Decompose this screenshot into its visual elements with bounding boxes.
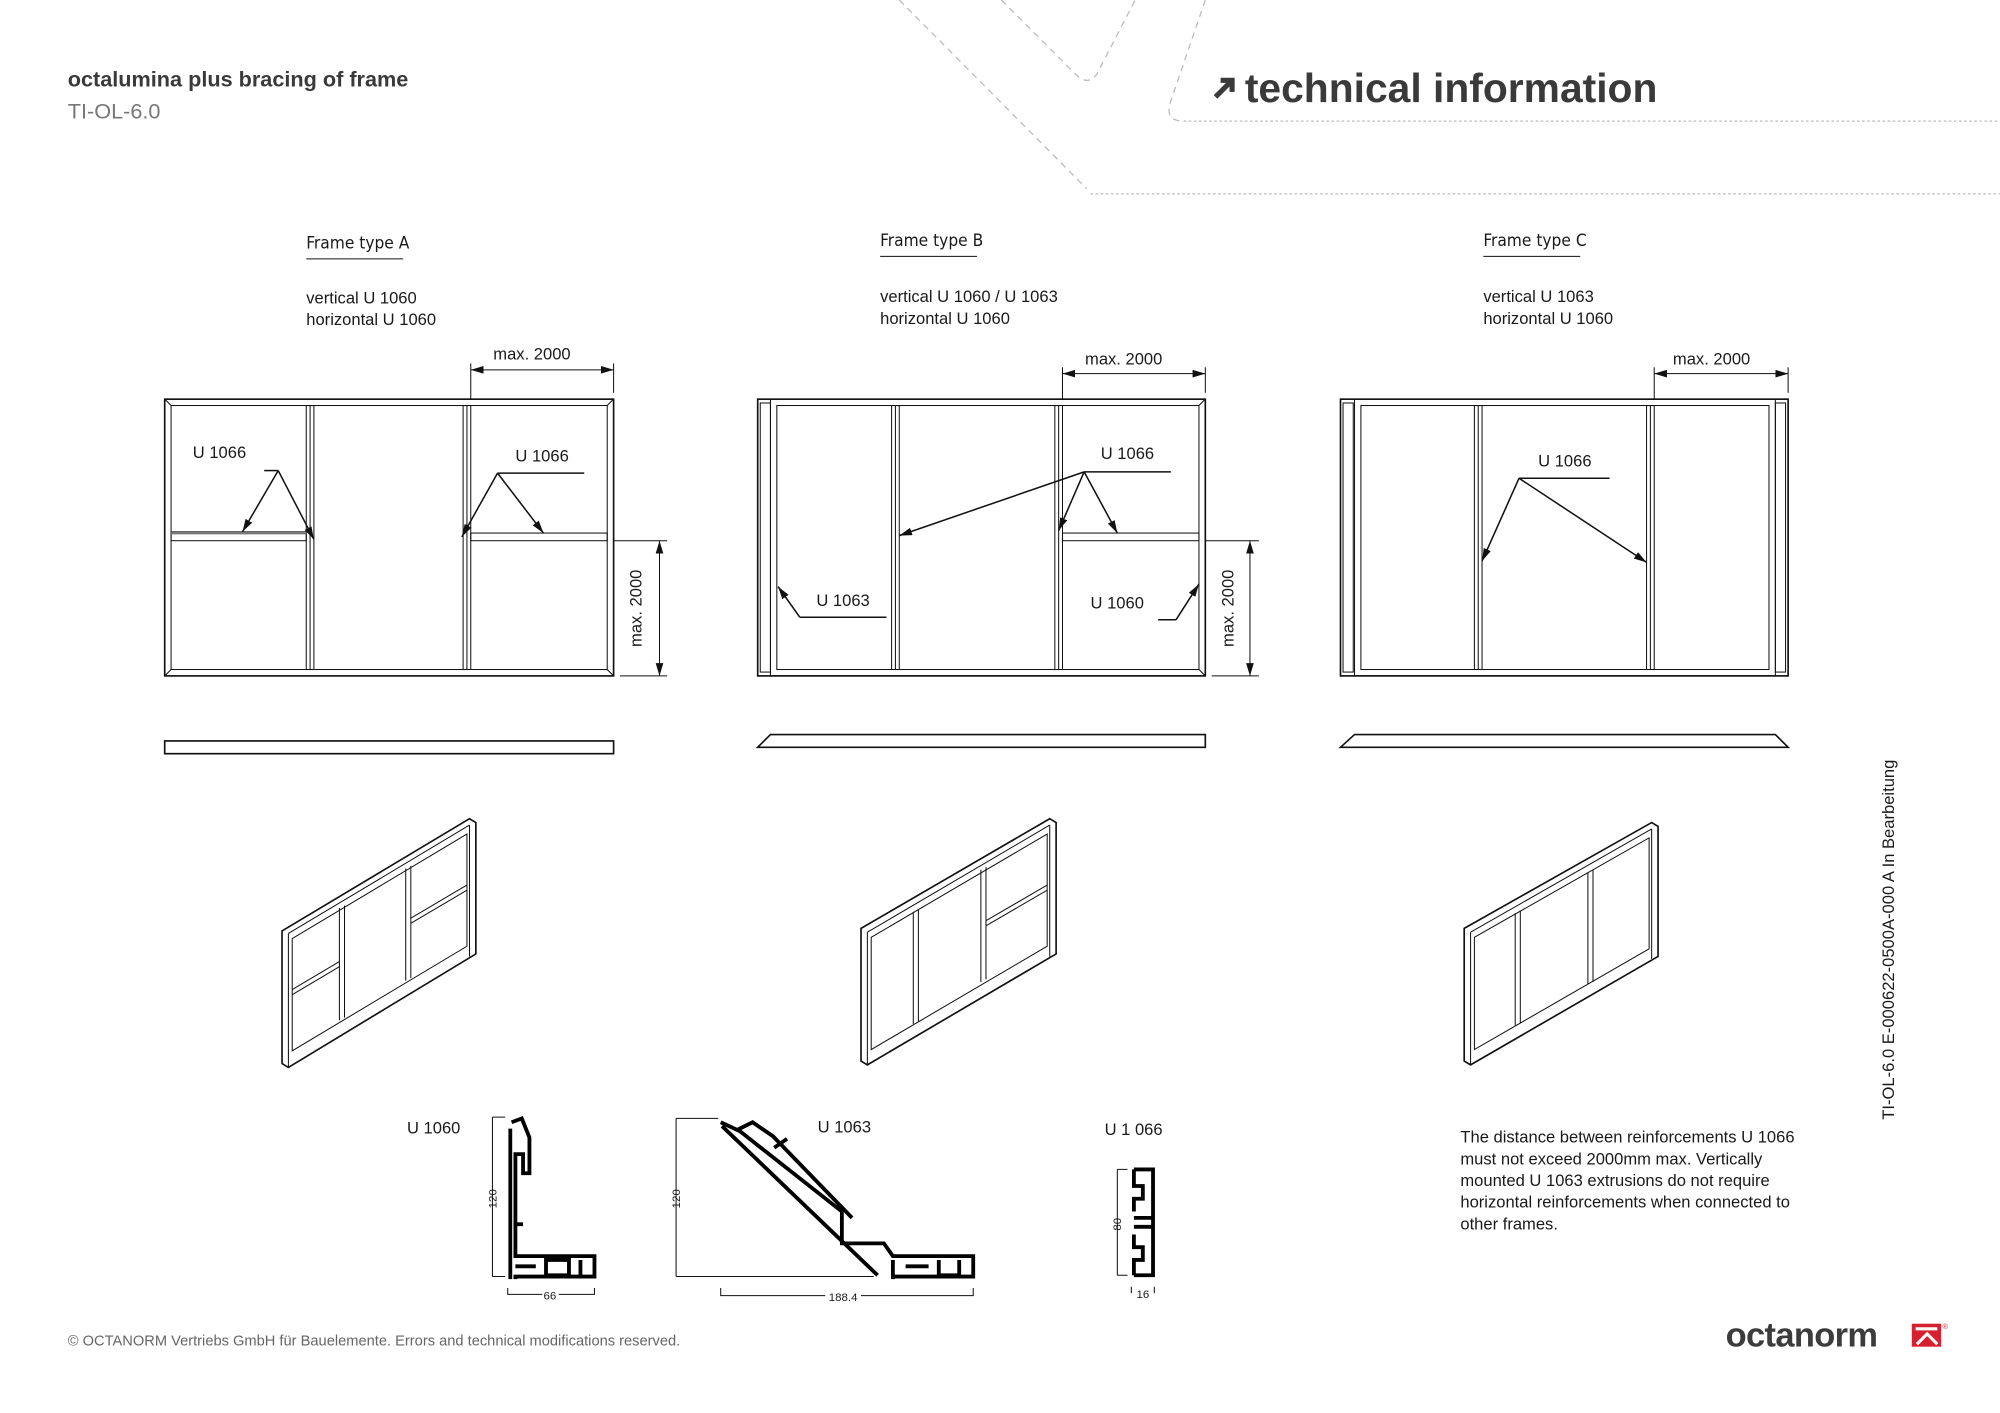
arrow-up-right-icon <box>1213 77 1235 99</box>
callout-label: U 1066 <box>1538 452 1591 471</box>
profile-u1060: U 1060 120 66 <box>407 1115 597 1303</box>
frame-vertical-spec: vertical U 1063 <box>1483 287 1593 306</box>
dimension-width: max. 2000 <box>1653 350 1789 400</box>
dimension-label: 188.4 <box>829 1292 858 1304</box>
dimension-label: 80 <box>1112 1218 1124 1231</box>
profile-label: U 1063 <box>818 1117 871 1136</box>
frame-isometric <box>281 817 477 1069</box>
frame-vertical-spec: vertical U 1060 / U 1063 <box>880 287 1058 306</box>
dimension-label: max. 2000 <box>1085 350 1162 369</box>
frame-plan-view <box>755 733 1207 749</box>
frame-horizontal-spec: horizontal U 1060 <box>880 309 1010 328</box>
note-line: The distance between reinforcements U 10… <box>1460 1128 1794 1147</box>
frame-elevation <box>163 398 615 677</box>
frame-horizontal-spec: horizontal U 1060 <box>306 310 436 329</box>
decorative-dashed-lines <box>898 0 2000 195</box>
frame-title: Frame type C <box>1483 231 1586 251</box>
frame-plan-view <box>1338 733 1791 749</box>
profile-label: U 1 066 <box>1105 1120 1163 1139</box>
dimension-width: max. 2000 <box>1061 350 1206 400</box>
frame-type-c: Frame type C vertical U 1063 horizontal … <box>1338 231 1791 1066</box>
frame-isometric <box>860 817 1057 1066</box>
callout-label: U 1066 <box>515 447 568 466</box>
dimension-label: max. 2000 <box>1673 350 1750 369</box>
note-line: mounted U 1063 extrusions do not require <box>1460 1171 1769 1190</box>
frame-vertical-spec: vertical U 1060 <box>306 289 416 308</box>
logo-mark-icon <box>1911 1323 1942 1347</box>
frame-elevation <box>756 398 1207 677</box>
octanorm-logo: octanorm ® <box>1726 1317 1949 1355</box>
frame-horizontal-spec: horizontal U 1060 <box>1483 309 1613 328</box>
note-line: horizontal reinforcements when connected… <box>1460 1193 1790 1212</box>
dimension-label: 120 <box>487 1189 499 1208</box>
profile-label: U 1060 <box>407 1119 460 1138</box>
frame-title: Frame type B <box>880 231 983 251</box>
logo-text: octanorm <box>1726 1317 1878 1355</box>
reinforcement-note: The distance between reinforcements U 10… <box>1460 1128 1794 1234</box>
callout-u1066-left: U 1066 <box>193 443 315 540</box>
callout-u1066: U 1066 <box>899 444 1171 537</box>
profile-u1063: U 1063 120 188.4 <box>671 1117 976 1304</box>
callout-label: U 1060 <box>1091 593 1144 612</box>
copyright-notice: © OCTANORM Vertriebs GmbH für Bauelement… <box>68 1333 680 1349</box>
document-code: TI-OL-6.0 <box>68 99 161 124</box>
dimension-label: max. 2000 <box>627 570 646 647</box>
dimension-label: max. 2000 <box>1218 570 1237 647</box>
note-line: other frames. <box>1460 1214 1558 1233</box>
registered-mark: ® <box>1942 1322 1948 1331</box>
dimension-label: 120 <box>671 1189 683 1208</box>
callout-label: U 1066 <box>1101 444 1154 463</box>
callout-label: U 1066 <box>193 443 246 462</box>
dimension-width: max. 2000 <box>470 345 615 400</box>
section-title: technical information <box>1245 65 1658 111</box>
callout-u1060: U 1060 <box>1091 583 1200 621</box>
dimension-label: 16 <box>1136 1289 1149 1301</box>
dimension-label: max. 2000 <box>493 345 570 364</box>
document-title: octalumina plus bracing of frame <box>68 67 409 92</box>
side-document-reference: TI-OL-6.0 E-000622-0500A-000 A In Bearbe… <box>1879 760 1898 1120</box>
frame-type-b: Frame type B vertical U 1060 / U 1063 ho… <box>755 231 1259 1066</box>
callout-u1063: U 1063 <box>777 586 887 618</box>
note-line: must not exceed 2000mm max. Vertically <box>1460 1149 1763 1168</box>
frame-plan-view <box>163 740 615 755</box>
frame-elevation <box>1339 398 1789 677</box>
profile-u1066: U 1 066 80 16 <box>1105 1120 1163 1301</box>
frame-type-a: Frame type A vertical U 1060 horizontal … <box>163 234 668 1069</box>
frame-isometric <box>1463 821 1659 1066</box>
callout-u1066: U 1066 <box>1481 452 1647 564</box>
callout-label: U 1063 <box>816 591 869 610</box>
dimension-height: max. 2000 <box>1205 540 1259 677</box>
callout-u1066-right: U 1066 <box>461 447 585 538</box>
dimension-label: 66 <box>543 1291 556 1303</box>
dimension-height: max. 2000 <box>613 540 668 677</box>
frame-title: Frame type A <box>306 234 409 254</box>
